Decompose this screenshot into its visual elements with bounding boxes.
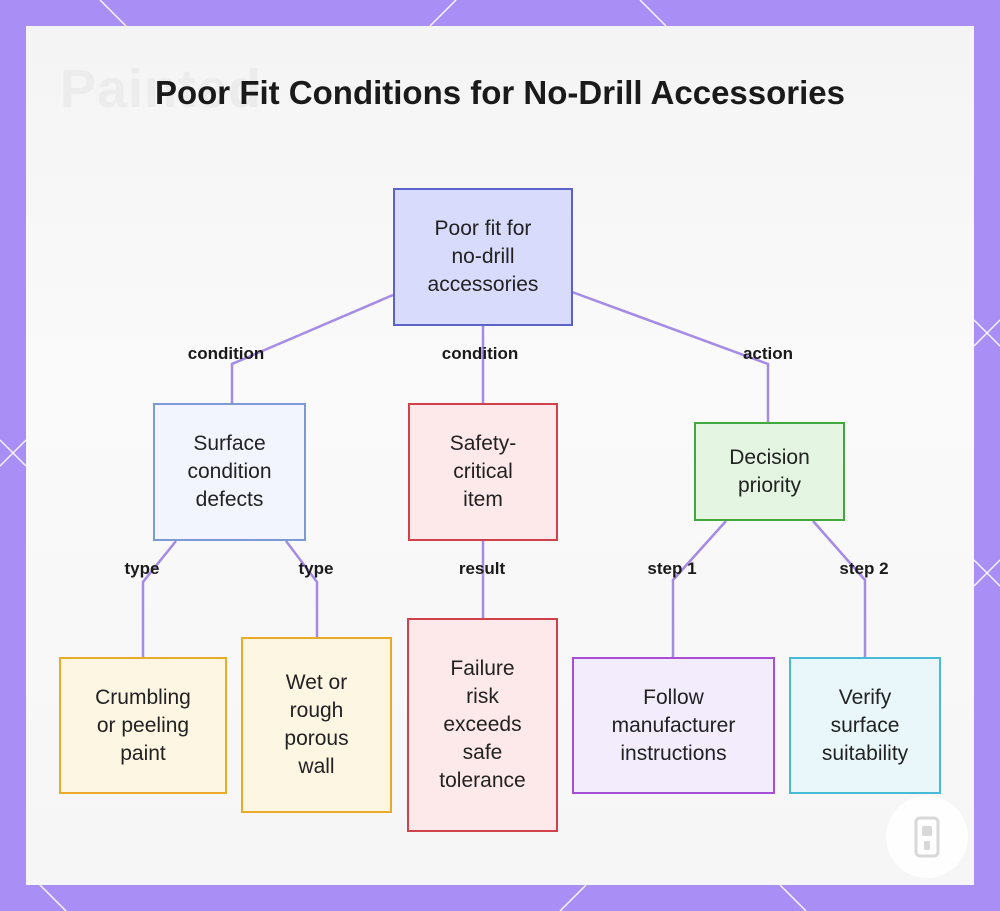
node-crumbling-peeling-paint: Crumbling or peeling paint xyxy=(59,657,227,794)
brand-badge xyxy=(886,796,968,878)
edge-surface-crumbling xyxy=(141,540,177,657)
edge-root-surface xyxy=(230,293,394,403)
node-decision-priority: Decision priority xyxy=(694,422,845,521)
edge-root-decision xyxy=(571,290,770,422)
edge-label-action: action xyxy=(742,344,794,363)
edge-decision-verify xyxy=(812,520,867,657)
edge-label-type: type xyxy=(298,559,334,578)
edge-surface-wet xyxy=(285,540,319,637)
edge-label-type: type xyxy=(124,559,160,578)
node-follow-manufacturer-instructions: Follow manufacturer instructions xyxy=(572,657,775,794)
edge-label-result: result xyxy=(458,559,506,578)
edge-label-condition: condition xyxy=(187,344,265,363)
node-surface-condition-defects: Surface condition defects xyxy=(153,403,306,541)
node-safety-critical-item: Safety- critical item xyxy=(408,403,558,541)
background-watermark-text: Painted xyxy=(60,59,263,119)
edge-label-condition: condition xyxy=(441,344,519,363)
node-wet-rough-porous-wall: Wet or rough porous wall xyxy=(241,637,392,813)
edge-decision-follow xyxy=(671,520,727,657)
node-verify-surface-suitability: Verify surface suitability xyxy=(789,657,941,794)
node-failure-risk: Failure risk exceeds safe tolerance xyxy=(407,618,558,832)
edge-label-step-2: step 2 xyxy=(839,559,889,578)
edge-label-step-1: step 1 xyxy=(647,559,697,578)
node-poor-fit-root: Poor fit for no-drill accessories xyxy=(393,188,573,326)
diagram-title: Poor Fit Conditions for No-Drill Accesso… xyxy=(154,74,846,111)
door-lock-icon xyxy=(914,816,940,858)
